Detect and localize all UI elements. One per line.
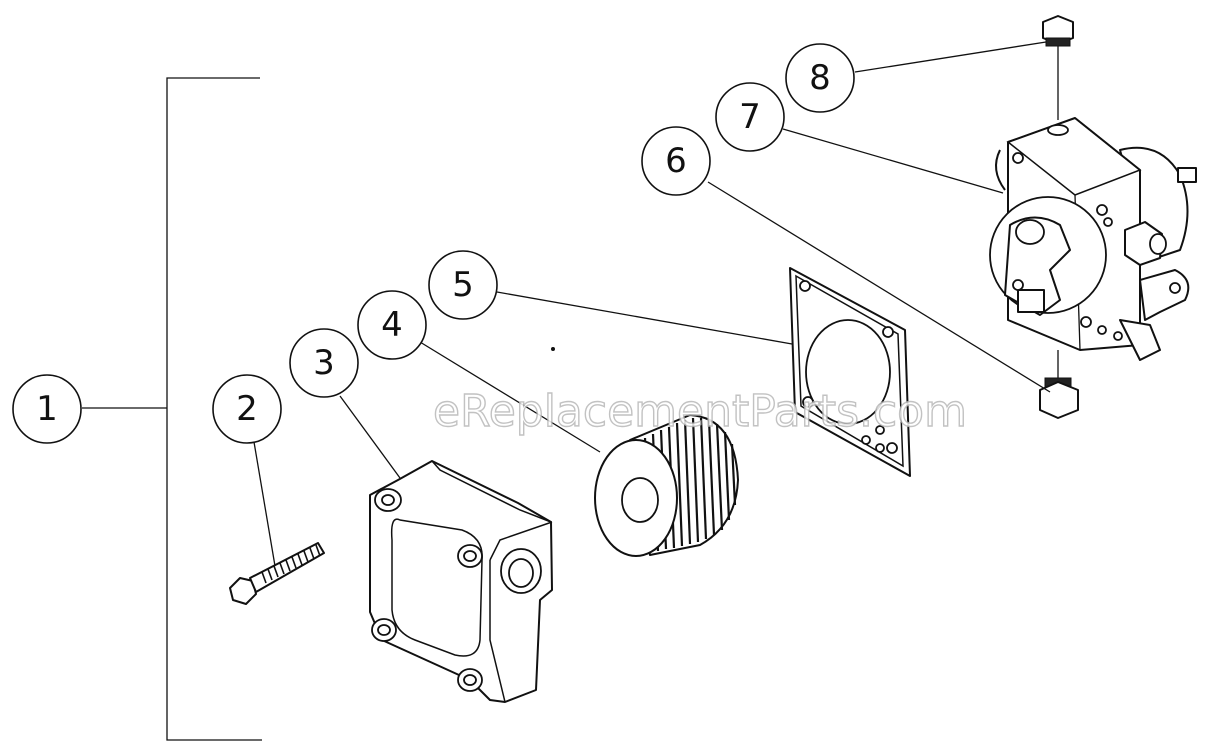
watermark-text: eReplacementParts.com — [433, 386, 967, 437]
callout-4: 4 — [357, 290, 427, 360]
callout-label: 6 — [665, 141, 687, 181]
part-filter-cover — [369, 460, 553, 703]
callout-label: 1 — [36, 389, 58, 429]
callout-1: 1 — [12, 374, 82, 444]
callout-label: 5 — [452, 265, 474, 305]
callout-2: 2 — [212, 374, 282, 444]
callout-3: 3 — [289, 328, 359, 398]
callout-6: 6 — [641, 126, 711, 196]
part-gasket — [789, 267, 911, 477]
part-bottom-plug — [1039, 350, 1079, 419]
part-bolt — [229, 542, 325, 605]
center-mark — [551, 347, 555, 351]
callout-label: 3 — [313, 343, 335, 383]
callout-label: 8 — [809, 58, 831, 98]
part-filter-element — [594, 414, 739, 557]
callout-7: 7 — [715, 82, 785, 152]
callout-8: 8 — [785, 43, 855, 113]
callout-5: 5 — [428, 250, 498, 320]
part-top-plug — [1042, 15, 1074, 120]
callout-label: 4 — [381, 305, 403, 345]
leader-lines — [253, 41, 1051, 567]
callout-label: 7 — [739, 97, 761, 137]
callout-label: 2 — [236, 389, 258, 429]
part-pump-body — [989, 117, 1197, 361]
assembly-bracket — [82, 77, 262, 741]
